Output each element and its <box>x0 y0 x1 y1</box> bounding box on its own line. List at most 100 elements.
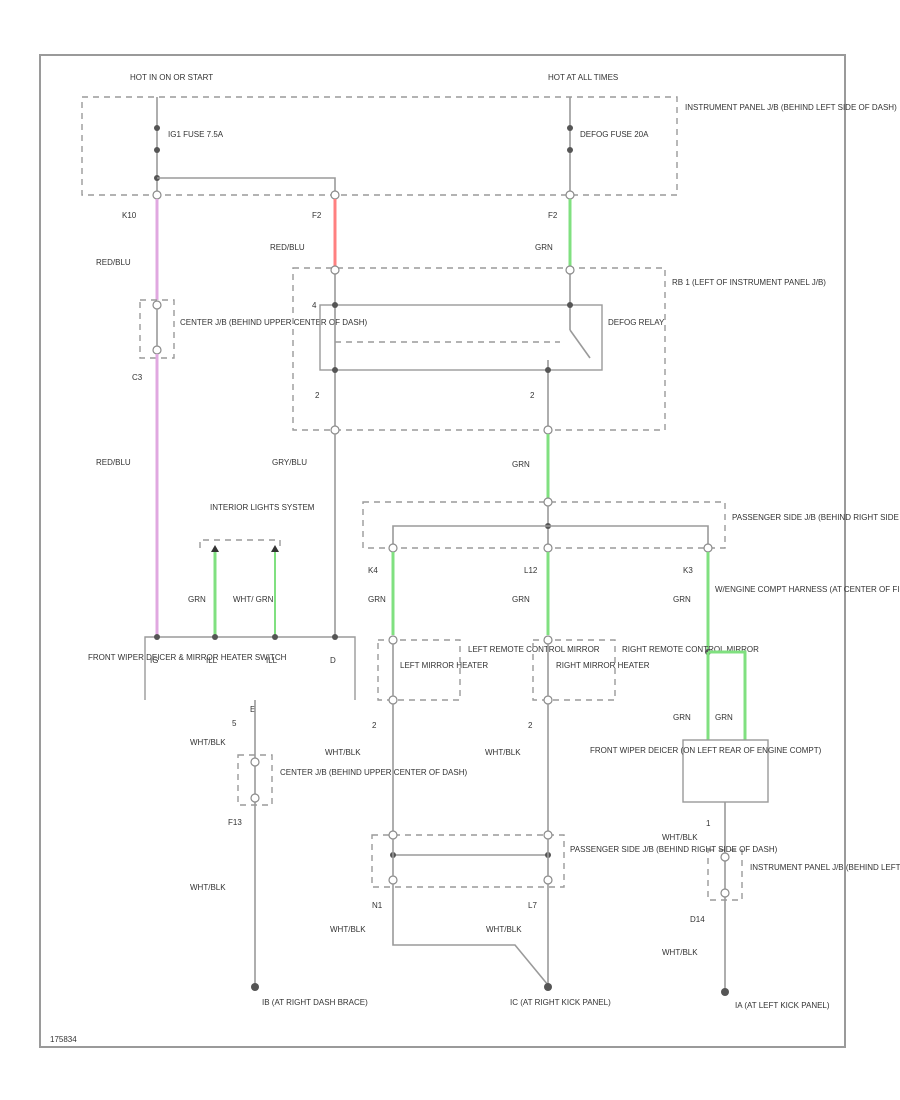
right-mirror-heater-label: RIGHT MIRROR HEATER <box>556 661 650 670</box>
passenger-jb-top-input <box>543 497 553 507</box>
fuse2-label: DEFOG FUSE 20A <box>580 130 649 139</box>
center-jb-bottom-box <box>237 754 273 806</box>
defog-relay-box <box>319 304 603 371</box>
center-jb-top-conn2 <box>152 345 162 355</box>
pin-4-label: 4 <box>312 301 317 310</box>
connector-k4 <box>388 543 398 553</box>
switch-name-label: FRONT WIPER DEICER & MIRROR HEATER SWITC… <box>88 653 287 662</box>
rb1-conn-right-bottom <box>543 425 553 435</box>
switch-box <box>144 636 356 700</box>
redblu-label-2: RED/BLU <box>270 243 305 252</box>
rb1-conn-left-bottom <box>330 425 340 435</box>
whtblk-5-label: WHT/BLK <box>330 925 366 934</box>
switch-pin-ig <box>154 634 160 640</box>
grn-d-label: GRN <box>188 595 206 604</box>
right-mirror-conn-bottom <box>543 695 553 705</box>
diagram-border <box>39 54 846 1048</box>
rb1-label: RB 1 (LEFT OF INSTRUMENT PANEL J/B) <box>672 278 826 287</box>
d14-label: D14 <box>690 915 705 924</box>
ground-ic-point <box>544 983 552 991</box>
right-mirror-conn-top <box>543 635 553 645</box>
grybl-label: GRY/BLU <box>272 458 307 467</box>
connector-l7 <box>543 875 553 885</box>
switch-pin-ill1-label: ILL <box>206 656 218 665</box>
pin-5-label: 5 <box>232 719 237 728</box>
l7-label: L7 <box>528 901 537 910</box>
whtblk-8-label: WHT/BLK <box>662 948 698 957</box>
relay-pin-right <box>567 302 573 308</box>
connector-n1 <box>388 875 398 885</box>
ground-ic-label: IC (AT RIGHT KICK PANEL) <box>510 998 611 1007</box>
grn-c-label: GRN <box>673 595 691 604</box>
interior-arrow-right <box>271 545 279 552</box>
grn-e-label: GRN <box>673 713 691 722</box>
rb1-box <box>292 267 666 431</box>
passenger-jb-bottom-label: PASSENGER SIDE J/B (BEHIND RIGHT SIDE OF… <box>570 845 778 854</box>
grn-f-label: GRN <box>715 713 733 722</box>
n1-label: N1 <box>372 901 383 910</box>
hot-all-label: HOT AT ALL TIMES <box>548 73 618 82</box>
interior-lights-label: INTERIOR LIGHTS SYSTEM <box>210 503 315 512</box>
passenger-jb-bottom-box <box>371 834 565 888</box>
center-jb-top-conn1 <box>152 300 162 310</box>
right-remote-label: RIGHT REMOTE CONTROL MIRROR <box>622 645 759 654</box>
connector-f2a <box>330 190 340 200</box>
passenger-jb-bottom-in-right <box>543 830 553 840</box>
left-mirror-conn-top <box>388 635 398 645</box>
instr-jb-bottom-conn2 <box>720 888 730 898</box>
fuse1-label: IG1 FUSE 7.5A <box>168 130 224 139</box>
center-jb-top-label: CENTER J/B (BEHIND UPPER CENTER OF DASH) <box>180 318 367 327</box>
redblu-label-3: RED/BLU <box>96 458 131 467</box>
f13-label: F13 <box>228 818 242 827</box>
connector-l12 <box>543 543 553 553</box>
switch-pin-ig-label: IG <box>150 656 158 665</box>
instr-jb-bottom-label: INSTRUMENT PANEL J/B (BEHIND LEFT SIDE O… <box>750 863 900 872</box>
interior-arrow-left <box>211 545 219 552</box>
whtblk-6-label: WHT/BLK <box>486 925 522 934</box>
relay-pin-left <box>332 302 338 308</box>
k10-label: K10 <box>122 211 137 220</box>
relay-switch-contact <box>569 329 591 359</box>
passenger-jb-bottom-in-left <box>388 830 398 840</box>
instr-jb-bottom-box <box>707 849 743 901</box>
k4-label: K4 <box>368 566 378 575</box>
rb1-conn-right-top <box>565 265 575 275</box>
relay-pin-left-bottom <box>332 367 338 373</box>
k3-label: K3 <box>683 566 693 575</box>
pin-2d-label: 2 <box>528 721 533 730</box>
center-jb-bottom-conn1 <box>250 757 260 767</box>
whtblk-1-label: WHT/BLK <box>190 738 226 747</box>
grn-top-label: GRN <box>535 243 553 252</box>
connector-k3 <box>703 543 713 553</box>
fuse2-top-node <box>567 125 573 131</box>
pin-2a-label: 2 <box>315 391 320 400</box>
connector-f2b <box>565 190 575 200</box>
whtblk-3-label: WHT/BLK <box>325 748 361 757</box>
left-mirror-conn-bottom <box>388 695 398 705</box>
fuse1-bottom-node <box>154 147 160 153</box>
wht-grn-label: WHT/ GRN <box>233 595 274 604</box>
pin-1-label: 1 <box>706 819 711 828</box>
grn-b-label: GRN <box>512 595 530 604</box>
l12-label: L12 <box>524 566 538 575</box>
grn-a-label: GRN <box>368 595 386 604</box>
center-jb-top-box <box>139 299 175 359</box>
whtblk-7-label: WHT/BLK <box>662 833 698 842</box>
center-jb-bottom-label: CENTER J/B (BEHIND UPPER CENTER OF DASH) <box>280 768 467 777</box>
right-mirror-box <box>532 639 616 701</box>
defog-relay-label: DEFOG RELAY <box>608 318 665 327</box>
instrument-jb-label: INSTRUMENT PANEL J/B (BEHIND LEFT SIDE O… <box>685 103 897 112</box>
switch-pin-d <box>332 634 338 640</box>
passenger-jb-top-box <box>362 501 726 549</box>
ground-ib-point <box>251 983 259 991</box>
switch-pin-ill2 <box>272 634 278 640</box>
switch-pin-ill2-label: ILL <box>266 656 278 665</box>
fuse2-bottom-node <box>567 147 573 153</box>
left-mirror-heater-label: LEFT MIRROR HEATER <box>400 661 488 670</box>
whtblk-4-label: WHT/BLK <box>485 748 521 757</box>
redblu-label-1: RED/BLU <box>96 258 131 267</box>
rb1-conn-left-top <box>330 265 340 275</box>
pin-2c-label: 2 <box>372 721 377 730</box>
front-deicer-label: FRONT WIPER DEICER (ON LEFT REAR OF ENGI… <box>590 746 822 755</box>
